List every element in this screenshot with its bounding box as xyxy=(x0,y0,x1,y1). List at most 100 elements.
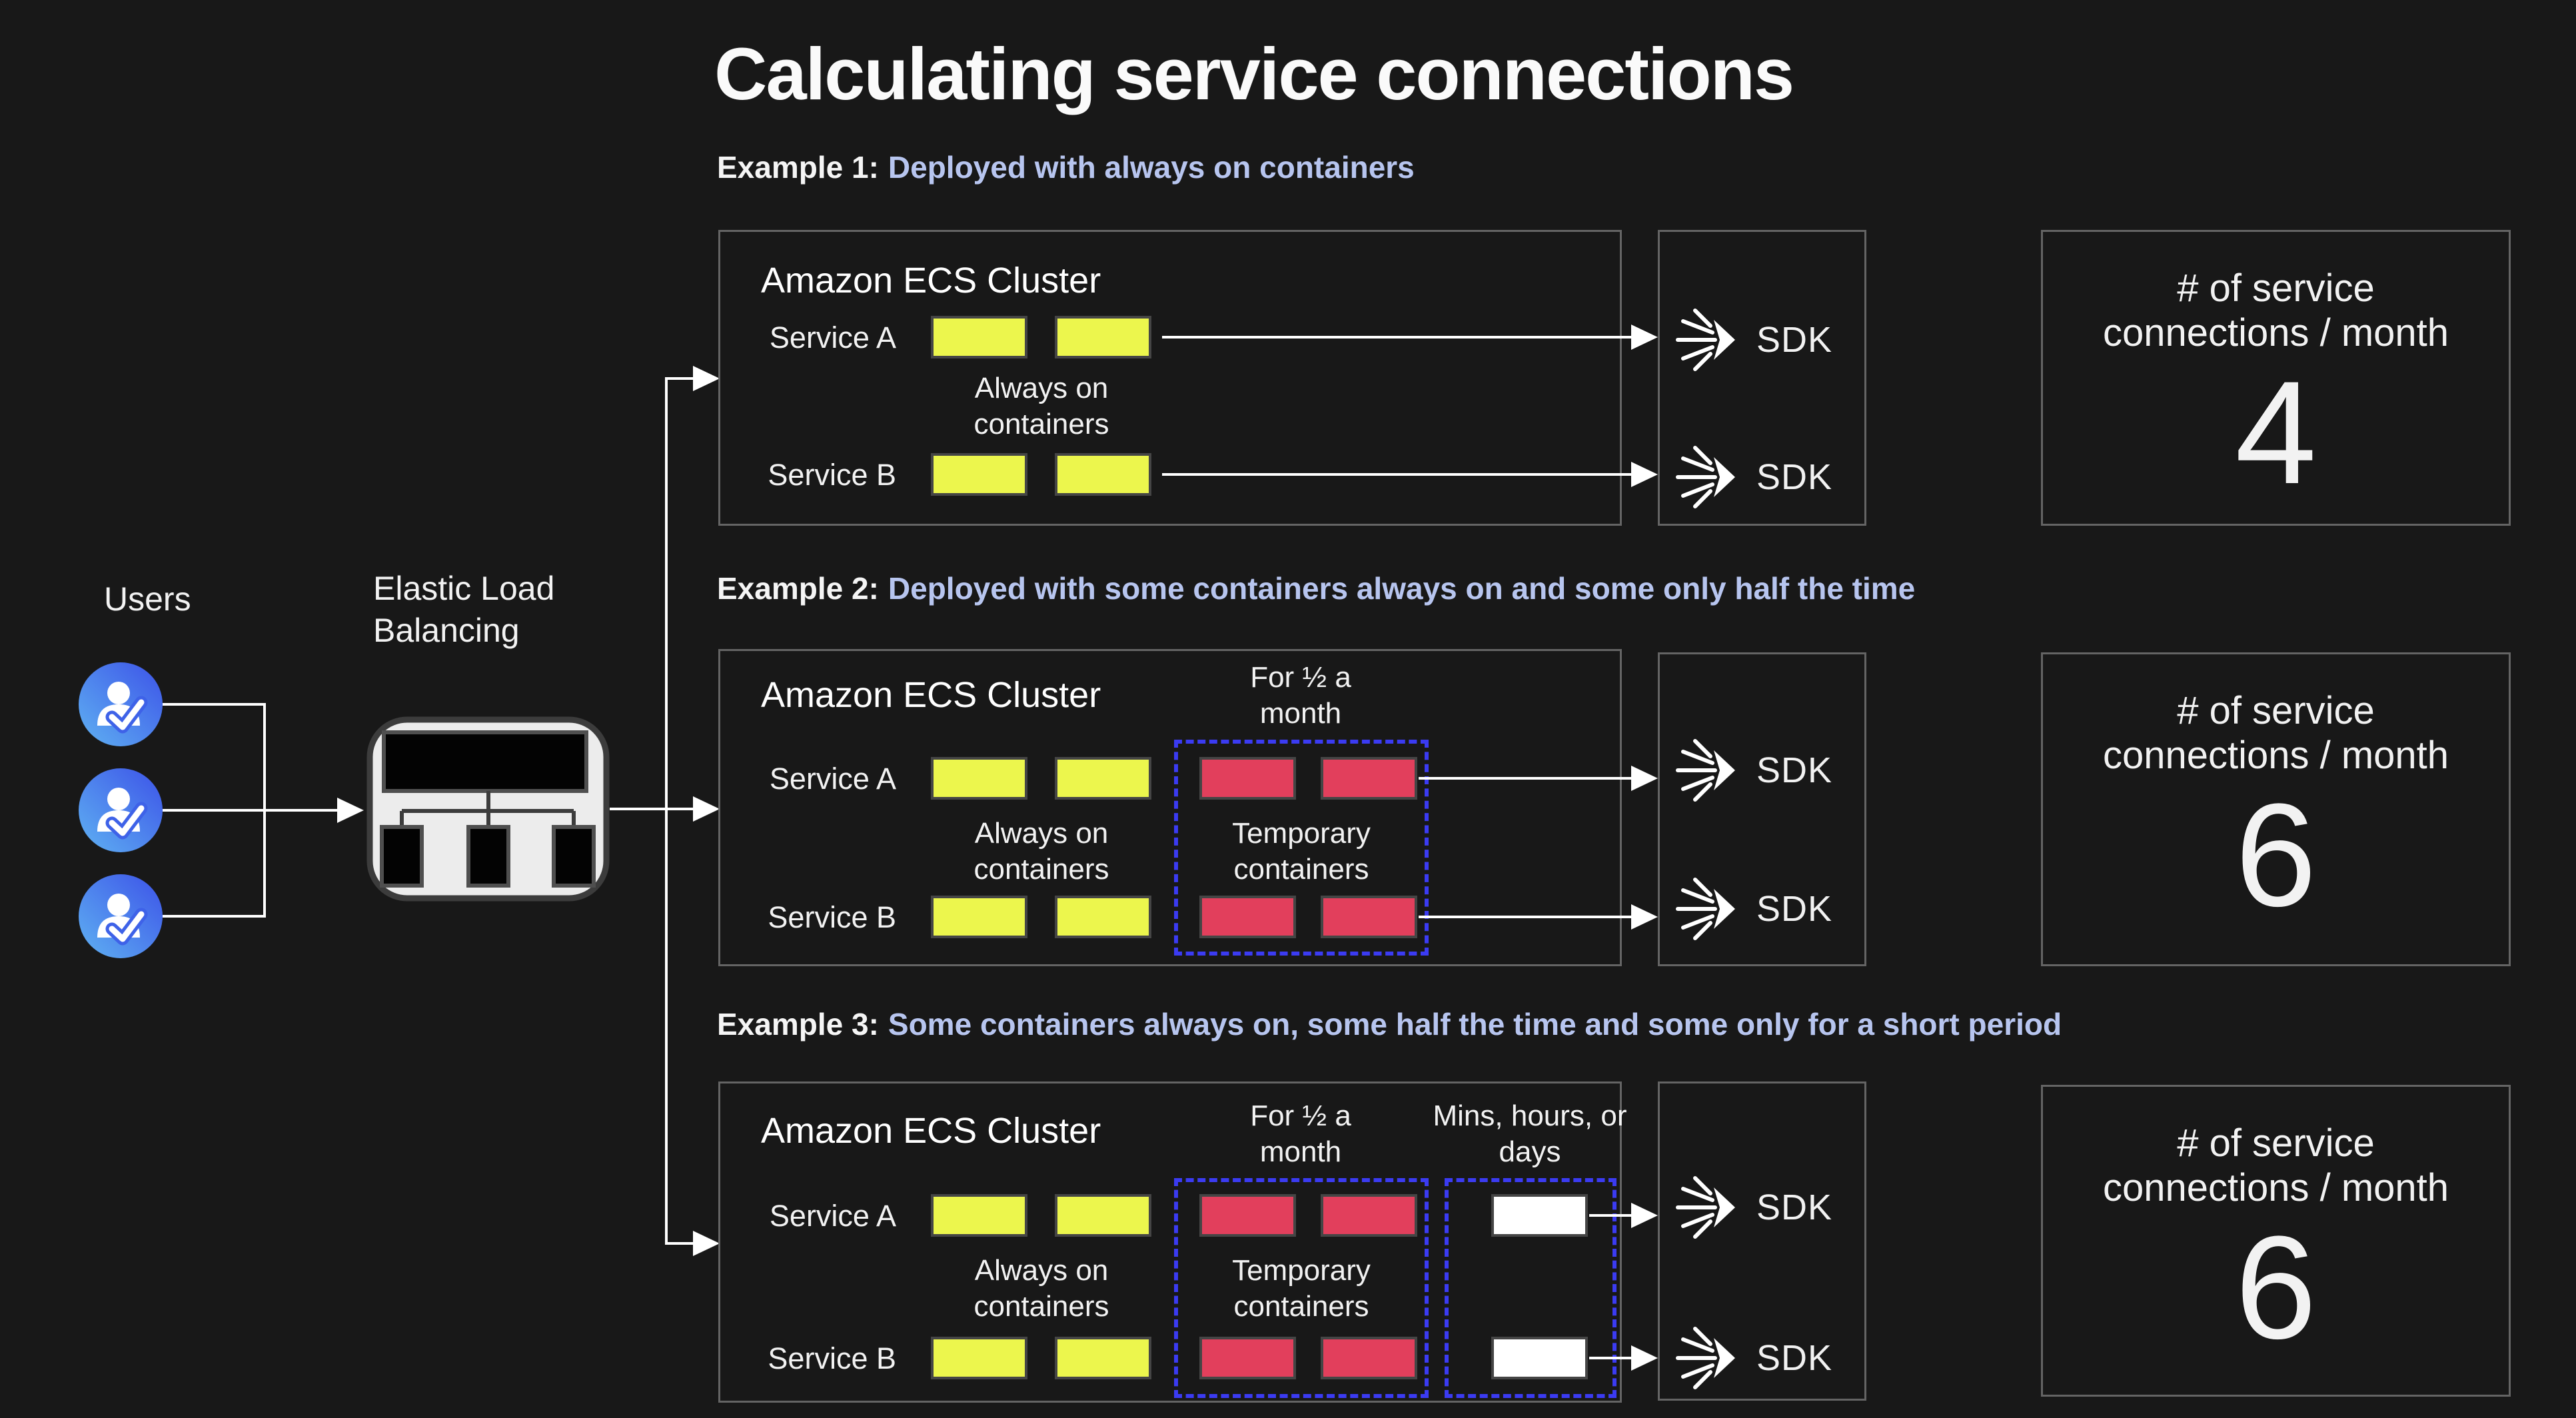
temporary-container xyxy=(1199,1337,1296,1379)
temporary-container xyxy=(1321,1337,1417,1379)
arrowhead xyxy=(1631,462,1658,487)
connections-label: # of service connections / month xyxy=(2102,689,2449,777)
always-on-container xyxy=(931,1337,1027,1379)
connector-line xyxy=(1589,1214,1632,1217)
connector-line xyxy=(163,809,265,812)
ecs-cluster-box-example-2 xyxy=(718,649,1622,966)
connector-line xyxy=(1419,916,1632,918)
sdk-label: SDK xyxy=(1756,320,1833,360)
temporary-container xyxy=(1321,1194,1417,1237)
temporary-label: Temporary containers xyxy=(1232,817,1371,886)
connections-label: # of service connections / month xyxy=(2102,267,2449,354)
always-on-container xyxy=(931,757,1027,800)
sdk-arrow-icon xyxy=(1676,1176,1735,1239)
arrowhead xyxy=(693,1231,720,1256)
connections-box-example-3: # of service connections / month 6 xyxy=(2041,1085,2511,1397)
sdk-label: SDK xyxy=(1756,889,1833,929)
example-2-description: Deployed with some containers always on … xyxy=(888,571,1916,606)
connector-line xyxy=(1419,777,1632,780)
connector-line xyxy=(1162,336,1632,339)
temporary-container xyxy=(1321,896,1417,938)
always-on-container xyxy=(931,896,1027,938)
sdk-entry: SDK xyxy=(1674,308,1832,372)
connections-label: # of service connections / month xyxy=(2102,1121,2449,1209)
example-3-header: Example 3: Some containers always on, som… xyxy=(717,1006,2062,1042)
sdk-entry: SDK xyxy=(1674,445,1832,509)
cluster-title: Amazon ECS Cluster xyxy=(761,261,1101,301)
service-b-label: Service B xyxy=(768,1341,896,1375)
always-on-container xyxy=(1055,757,1151,800)
always-on-container xyxy=(1055,896,1151,938)
connector-line xyxy=(1162,473,1632,476)
sdk-label: SDK xyxy=(1756,1187,1833,1227)
connector-line xyxy=(163,703,265,706)
half-month-label: For ½ a month xyxy=(1250,661,1351,730)
arrowhead xyxy=(1631,904,1658,930)
connector-line xyxy=(665,377,668,1245)
short-period-label: Mins, hours, or days xyxy=(1433,1099,1627,1168)
always-on-container xyxy=(1055,1337,1151,1379)
sdk-label: SDK xyxy=(1756,750,1833,790)
short-lived-container xyxy=(1491,1194,1588,1237)
sdk-entry: SDK xyxy=(1674,1326,1832,1390)
connections-count: 4 xyxy=(2235,351,2317,515)
always-on-container xyxy=(931,453,1027,496)
arrowhead xyxy=(1631,766,1658,791)
sdk-arrow-icon xyxy=(1676,1327,1735,1389)
always-on-container xyxy=(1055,316,1151,358)
always-on-container xyxy=(931,1194,1027,1237)
connector-line xyxy=(665,1242,694,1245)
sdk-arrow-icon xyxy=(1676,309,1735,371)
temporary-label: Temporary containers xyxy=(1232,1254,1371,1323)
users-label: Users xyxy=(104,580,191,618)
always-on-label: Always on containers xyxy=(973,372,1109,440)
always-on-container xyxy=(1055,1194,1151,1237)
connector-line xyxy=(163,915,265,918)
connections-box-example-2: # of service connections / month 6 xyxy=(2041,652,2511,966)
example-3-description: Some containers always on, some half the… xyxy=(888,1007,2062,1042)
half-month-label: For ½ a month xyxy=(1250,1099,1351,1168)
sdk-arrow-icon xyxy=(1676,878,1735,940)
always-on-container xyxy=(1055,453,1151,496)
sdk-arrow-icon xyxy=(1676,446,1735,508)
temporary-container xyxy=(1199,1194,1296,1237)
sdk-entry: SDK xyxy=(1674,1175,1832,1239)
elastic-load-balancing-icon xyxy=(366,716,610,902)
short-lived-container xyxy=(1491,1337,1588,1379)
arrowhead xyxy=(693,796,720,822)
user-icon xyxy=(79,874,163,958)
always-on-container xyxy=(931,316,1027,358)
connections-count: 6 xyxy=(2235,773,2317,938)
temporary-containers-outline xyxy=(1174,740,1429,956)
sdk-box-example-2 xyxy=(1658,652,1866,966)
service-a-label: Service A xyxy=(769,1199,896,1233)
connector-line xyxy=(665,377,694,380)
cluster-title: Amazon ECS Cluster xyxy=(761,1111,1101,1151)
connector-line xyxy=(263,809,338,812)
service-b-label: Service B xyxy=(768,458,896,492)
page-title: Calculating service connections xyxy=(714,33,1794,115)
sdk-entry: SDK xyxy=(1674,738,1832,802)
connector-line xyxy=(610,808,696,810)
temporary-container xyxy=(1199,896,1296,938)
service-a-label: Service A xyxy=(769,321,896,354)
temporary-container xyxy=(1321,757,1417,800)
user-icon xyxy=(79,768,163,852)
sdk-label: SDK xyxy=(1756,1338,1833,1378)
example-3-prefix: Example 3: xyxy=(717,1007,879,1042)
sdk-entry: SDK xyxy=(1674,877,1832,941)
always-on-label: Always on containers xyxy=(973,817,1109,886)
sdk-label: SDK xyxy=(1756,457,1833,497)
service-a-label: Service A xyxy=(769,762,896,796)
always-on-label: Always on containers xyxy=(973,1254,1109,1323)
elb-label: Elastic Load Balancing xyxy=(373,570,555,649)
sdk-arrow-icon xyxy=(1676,739,1735,802)
service-b-label: Service B xyxy=(768,900,896,934)
example-1-description: Deployed with always on containers xyxy=(888,150,1415,185)
sdk-box-example-1 xyxy=(1658,230,1866,526)
sdk-box-example-3 xyxy=(1658,1081,1866,1401)
example-2-prefix: Example 2: xyxy=(717,571,879,606)
cluster-title: Amazon ECS Cluster xyxy=(761,675,1101,715)
connections-count: 6 xyxy=(2235,1205,2317,1370)
arrowhead xyxy=(1631,325,1658,350)
